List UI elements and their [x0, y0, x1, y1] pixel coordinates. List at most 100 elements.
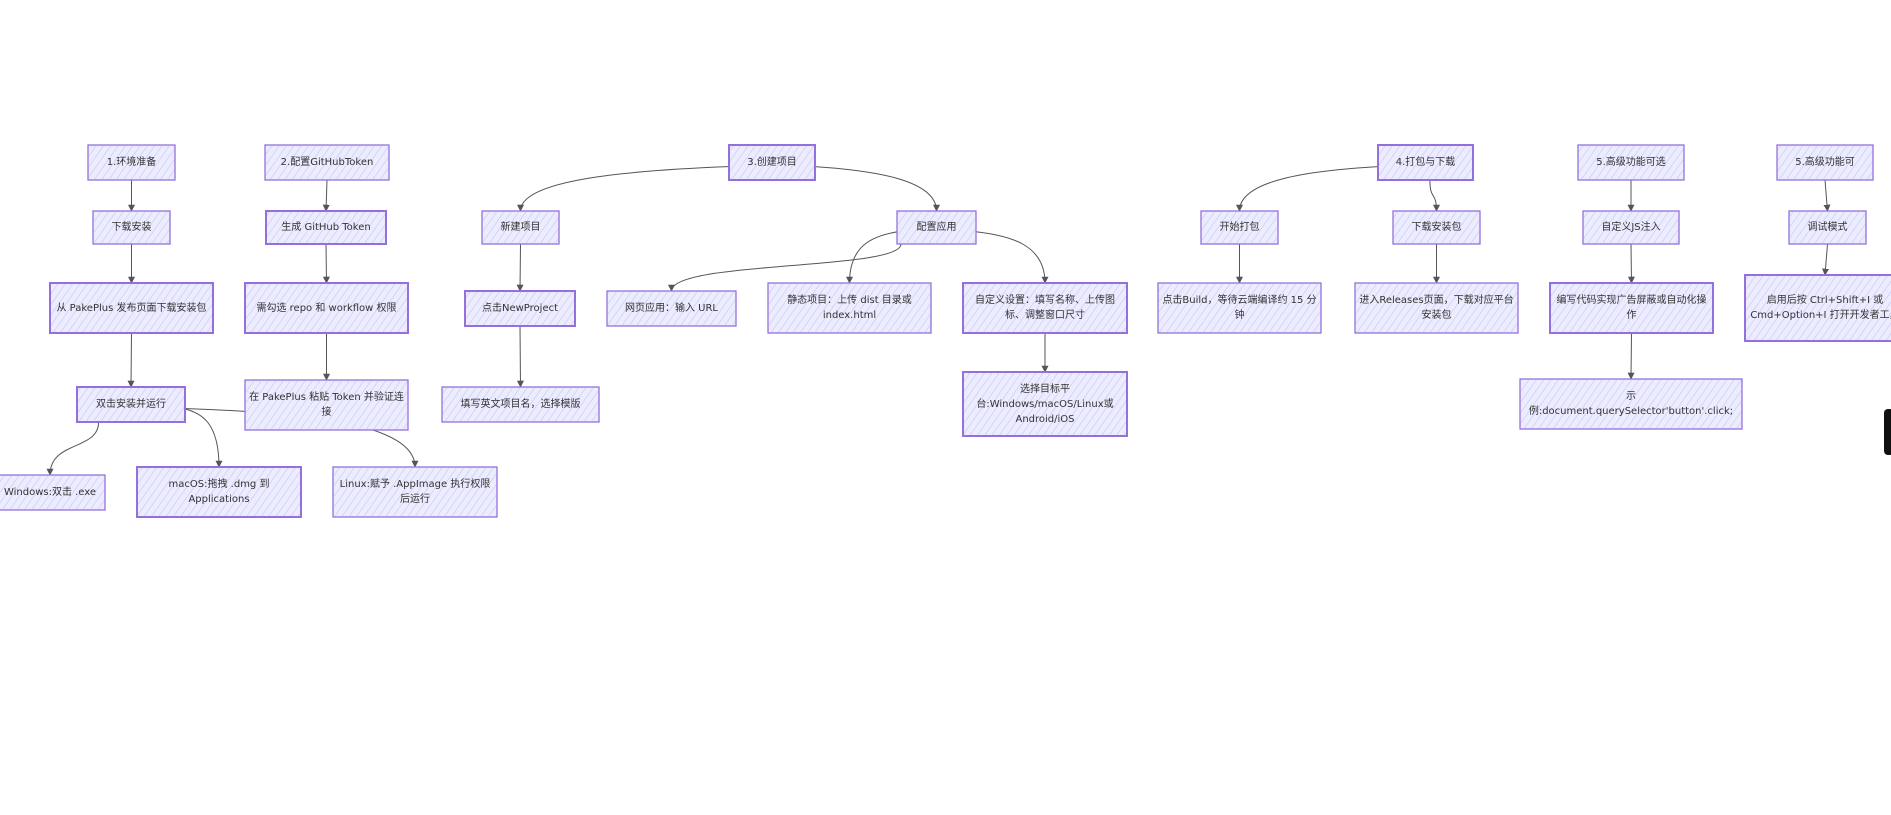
node-label-n5: Windows:双击 .exe: [3, 487, 97, 498]
node-hatch: [608, 292, 735, 325]
node-hatch: [769, 284, 930, 332]
edge-c1-c5: [812, 166, 940, 212]
node-hatch: [964, 284, 1126, 332]
node-c2: [481, 210, 560, 245]
node-p4: [1392, 210, 1481, 245]
node-hatch: [246, 381, 407, 429]
node-label-c7: 静态项目：上传 dist 目录或 index.html: [787, 295, 912, 321]
node-hatch: [1159, 284, 1320, 332]
edge-c5-c8: [973, 231, 1049, 284]
node-label-c8: 自定义设置：填写名称、上传图标、调整窗口尺寸: [975, 295, 1115, 321]
node-hatch: [483, 212, 558, 243]
node-d2: [1788, 210, 1867, 245]
edge-c1-c2: [517, 166, 732, 212]
node-hatch: [334, 468, 496, 516]
node-n1: [87, 144, 176, 181]
node-label-p4: 下载安装包: [1411, 222, 1462, 233]
node-d1: [1776, 144, 1874, 181]
node-p1: [1377, 144, 1474, 181]
node-hatch: [1746, 276, 1891, 340]
node-d3: [1744, 274, 1891, 342]
node-label-c1: 3.创建项目: [747, 157, 797, 168]
node-label-n1: 1.环境准备: [106, 157, 157, 168]
edge-a2-a3: [1627, 243, 1635, 284]
node-hatch: [1394, 212, 1479, 243]
node-hatch: [1579, 146, 1683, 179]
nodes-layer: [0, 144, 1891, 518]
node-label-p1: 4.打包与下载: [1395, 157, 1456, 168]
node-hatch: [1379, 146, 1472, 179]
edge-d1-d2: [1823, 179, 1831, 212]
node-hatch: [266, 146, 388, 179]
edge-a3-a4: [1627, 332, 1635, 380]
scroll-handle[interactable]: [1884, 409, 1891, 455]
edge-n3-n4: [127, 332, 135, 388]
node-label-a2: 自定义JS注入: [1601, 222, 1661, 233]
node-label-p2: 开始打包: [1219, 222, 1260, 233]
node-label-a1: 5.高级功能可选: [1596, 157, 1666, 168]
node-hatch: [1584, 212, 1678, 243]
node-hatch: [964, 373, 1126, 435]
node-n2: [92, 210, 171, 245]
node-p3: [1157, 282, 1322, 334]
node-label-g2: 生成 GitHub Token: [281, 222, 371, 233]
node-hatch: [94, 212, 169, 243]
node-a2: [1582, 210, 1680, 245]
node-a3: [1549, 282, 1714, 334]
node-p5: [1354, 282, 1519, 334]
node-n3: [49, 282, 214, 334]
node-hatch: [898, 212, 975, 243]
node-hatch: [466, 292, 574, 325]
node-hatch: [0, 476, 104, 509]
node-a4: [1519, 378, 1743, 430]
node-label-d1: 5.高级功能可: [1795, 157, 1855, 168]
node-label-n3: 从 PakePlus 发布页面下载安装包: [56, 302, 207, 314]
node-label-g3: 需勾选 repo 和 workflow 权限: [256, 302, 397, 314]
node-g1: [264, 144, 390, 181]
node-a1: [1577, 144, 1685, 181]
edge-c5-c6: [668, 243, 902, 292]
edge-n4-n6: [182, 408, 223, 468]
edge-p1-p4: [1429, 179, 1440, 212]
node-c9: [962, 371, 1128, 437]
node-hatch: [89, 146, 174, 179]
node-hatch: [1356, 284, 1517, 332]
node-hatch: [246, 284, 407, 332]
edge-c2-c3: [516, 243, 524, 292]
node-hatch: [1202, 212, 1277, 243]
node-label-g4: 在 PakePlus 粘贴 Token 并验证连接: [249, 392, 404, 418]
node-g2: [265, 210, 387, 245]
node-hatch: [78, 388, 184, 421]
node-label-n2: 下载安装: [111, 222, 152, 233]
node-hatch: [267, 212, 385, 243]
node-label-a4: 示例:document.querySelector'button'.click;: [1528, 391, 1734, 417]
node-hatch: [443, 388, 598, 421]
edge-d2-d3: [1822, 243, 1829, 276]
node-c8: [962, 282, 1128, 334]
node-label-c9: 选择目标平台:Windows/macOS/Linux或 Android/iOS: [976, 383, 1114, 425]
node-c6: [606, 290, 737, 327]
node-c4: [441, 386, 600, 423]
node-c3: [464, 290, 576, 327]
node-g3: [244, 282, 409, 334]
node-hatch: [1551, 284, 1712, 332]
edge-c3-c4: [516, 325, 524, 388]
node-n6: [136, 466, 302, 518]
node-label-c3: 点击NewProject: [481, 303, 559, 314]
node-label-n6: macOS:拖拽 .dmg 到 Applications: [168, 479, 270, 505]
node-n4: [76, 386, 186, 423]
edge-p1-p2: [1236, 166, 1381, 212]
node-hatch: [1778, 146, 1872, 179]
edge-c5-c7: [846, 231, 900, 284]
node-c1: [728, 144, 816, 181]
node-label-c4: 填写英文项目名，选择模版: [460, 399, 581, 410]
node-n5: [0, 474, 106, 511]
node-c7: [767, 282, 932, 334]
node-hatch: [730, 146, 814, 179]
node-label-c2: 新建项目: [500, 222, 541, 233]
node-label-c5: 配置应用: [916, 222, 957, 233]
node-c5: [896, 210, 977, 245]
node-label-d2: 调试模式: [1807, 222, 1848, 233]
node-p2: [1200, 210, 1279, 245]
